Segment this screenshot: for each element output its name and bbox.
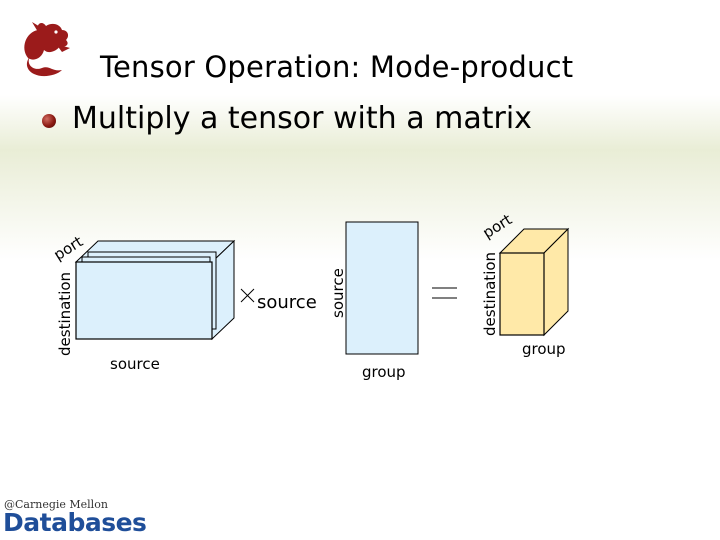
footer-brand-logo: Databases [3,508,147,537]
left-tensor-side-label: destination [56,271,74,356]
matrix-bottom-label: group [362,363,406,381]
bullet-icon [42,114,56,128]
result-tensor-bottom-label: group [522,340,566,358]
equals-operator [432,287,457,299]
times-operator [240,288,255,303]
dragon-logo-icon [24,22,70,77]
left-tensor-bottom-label: source [110,355,160,373]
slide-title: Tensor Operation: Mode-product [100,50,574,84]
matrix-multiplier-label: source [257,292,317,313]
footer-copyright: @Carnegie Mellon [4,498,108,511]
result-tensor [498,227,570,337]
matrix-side-label: source [329,268,347,318]
bullet-text: Multiply a tensor with a matrix [72,101,532,136]
matrix [345,221,419,355]
result-tensor-side-label: destination [481,251,499,336]
left-tensor [74,239,236,341]
